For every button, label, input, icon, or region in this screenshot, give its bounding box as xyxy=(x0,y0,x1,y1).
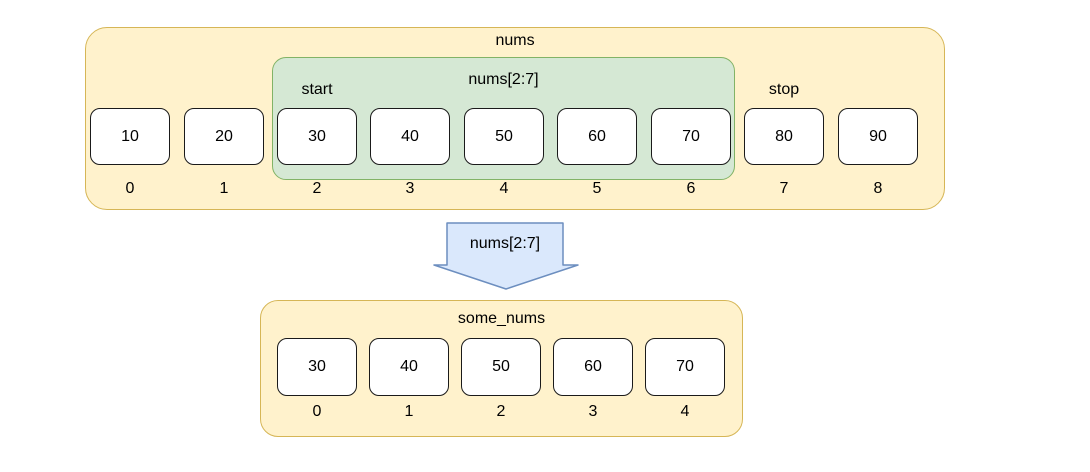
index-label: 0 xyxy=(125,180,135,197)
stop-label: stop xyxy=(768,81,800,98)
index-label: 1 xyxy=(404,403,414,420)
array-cell: 30 xyxy=(277,108,357,165)
array-cell: 60 xyxy=(553,338,633,396)
array-cell: 60 xyxy=(557,108,637,165)
index-label: 8 xyxy=(873,180,883,197)
array-cell: 20 xyxy=(184,108,264,165)
index-label: 6 xyxy=(686,180,696,197)
slice-region-label: nums[2:7] xyxy=(468,71,539,88)
start-label: start xyxy=(301,81,333,98)
array-cell: 40 xyxy=(370,108,450,165)
array-cell: 80 xyxy=(744,108,824,165)
down-arrow-icon xyxy=(433,222,579,290)
index-label: 5 xyxy=(592,180,602,197)
index-label: 2 xyxy=(312,180,322,197)
index-label: 4 xyxy=(680,403,690,420)
nums-label: nums xyxy=(495,32,535,49)
array-cell: 70 xyxy=(651,108,731,165)
index-label: 7 xyxy=(779,180,789,197)
array-cell: 40 xyxy=(369,338,449,396)
index-label: 1 xyxy=(219,180,229,197)
array-cell: 90 xyxy=(838,108,918,165)
index-label: 2 xyxy=(496,403,506,420)
index-label: 3 xyxy=(588,403,598,420)
array-cell: 50 xyxy=(461,338,541,396)
array-cell: 50 xyxy=(464,108,544,165)
index-label: 4 xyxy=(499,180,509,197)
some-nums-label: some_nums xyxy=(457,310,546,327)
arrow-slice-label: nums[2:7] xyxy=(469,235,541,252)
array-cell: 70 xyxy=(645,338,725,396)
array-cell: 10 xyxy=(90,108,170,165)
array-cell: 30 xyxy=(277,338,357,396)
index-label: 0 xyxy=(312,403,322,420)
index-label: 3 xyxy=(405,180,415,197)
